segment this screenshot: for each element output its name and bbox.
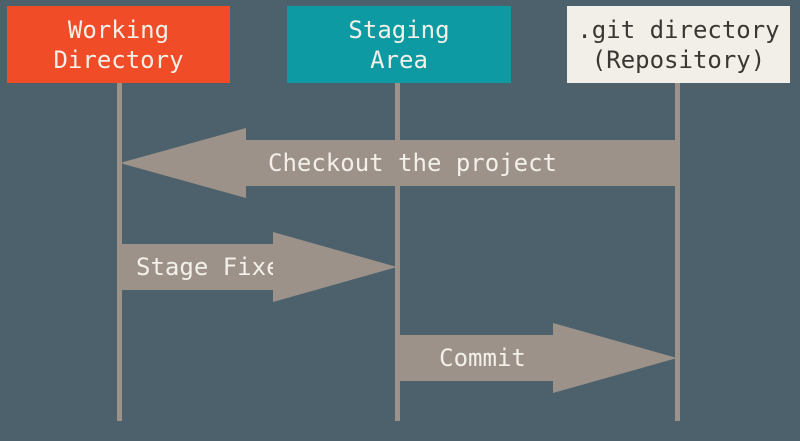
arrow-label-stage-fixes: Stage Fixes bbox=[136, 253, 295, 281]
arrow-stage-fixes: Stage Fixes bbox=[120, 232, 397, 302]
arrow-body-stage-fixes: Stage Fixes bbox=[120, 244, 295, 290]
lifeline-git-directory bbox=[675, 83, 680, 421]
arrowhead-right-icon bbox=[273, 232, 397, 302]
arrowhead-right-icon bbox=[553, 323, 677, 393]
arrow-body-commit: Commit bbox=[398, 335, 553, 381]
column-box-working-directory: Working Directory bbox=[7, 6, 230, 83]
arrowhead-left-icon bbox=[120, 128, 246, 198]
lifeline-staging-area bbox=[395, 83, 400, 421]
column-label-working-directory: Working Directory bbox=[53, 15, 184, 74]
column-box-staging-area: Staging Area bbox=[287, 6, 511, 83]
lifeline-working-directory bbox=[117, 83, 122, 421]
arrow-checkout-the-project: Checkout the project bbox=[120, 128, 677, 198]
arrow-label-commit: Commit bbox=[439, 344, 526, 372]
column-box-git-directory: .git directory (Repository) bbox=[567, 6, 790, 83]
arrow-label-checkout: Checkout the project bbox=[268, 149, 557, 177]
arrow-body-checkout: Checkout the project bbox=[246, 140, 677, 186]
arrow-commit: Commit bbox=[398, 323, 677, 393]
column-label-git-directory: .git directory (Repository) bbox=[577, 15, 780, 74]
column-label-staging-area: Staging Area bbox=[348, 15, 450, 74]
